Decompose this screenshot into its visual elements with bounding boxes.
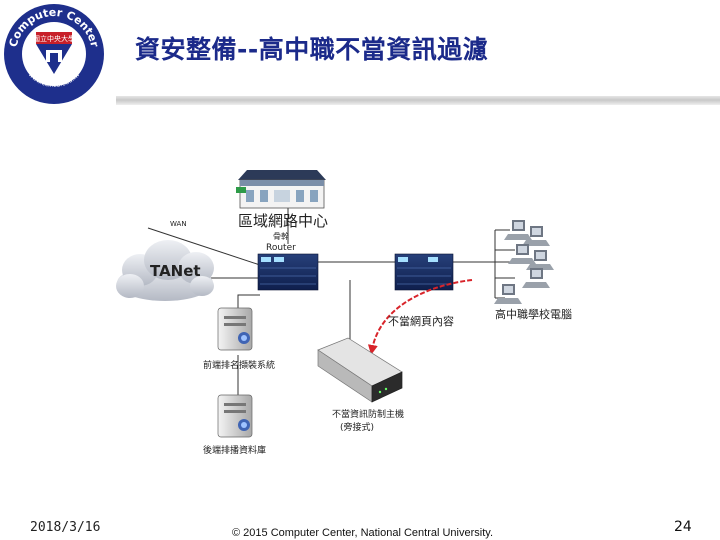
router-label: Router: [266, 243, 296, 253]
tanet-cloud-icon: [116, 240, 214, 301]
front-system-label: 前端排名擷裝系統: [203, 359, 275, 371]
backbone-label: 骨幹: [273, 231, 289, 241]
back-end-database-icon: [217, 394, 253, 438]
back-db-label: 後端排播資料庫: [203, 444, 266, 456]
logo-badge-text: 國立中央大學: [33, 34, 75, 43]
regional-center-building-icon: [236, 170, 326, 209]
computer-center-logo: Computer Center www.cc.ncu.edu.tw 國立中央大學: [4, 4, 104, 104]
page-number: 24: [674, 519, 692, 535]
school-pcs-label: 高中職學校電腦: [495, 307, 572, 321]
footer-copyright: © 2015 Computer Center, National Central…: [232, 527, 494, 539]
backbone-switch-icon: [257, 253, 319, 291]
connection-lines: [147, 205, 528, 395]
bad-content-label: 不當網頁內容: [388, 314, 454, 328]
pc-icon: [522, 268, 550, 288]
router-rack-icon: [394, 253, 454, 291]
filter-host-sublabel: (旁接式): [340, 421, 374, 433]
pc-icon: [508, 244, 536, 264]
filter-host-appliance-icon: [317, 337, 403, 403]
title-divider: [116, 96, 720, 105]
tanet-label: TANet: [150, 262, 201, 280]
footer-date: 2018/3/16: [30, 520, 101, 535]
school-pc-icons: [494, 220, 554, 304]
redirect-arrow-icon: [367, 279, 473, 355]
wan-label: WAN: [170, 220, 187, 228]
network-diagram: 區域網路中心 骨幹 Router WAN TANet: [116, 170, 572, 456]
pc-icon: [494, 284, 522, 304]
front-end-server-icon: [217, 307, 253, 351]
page-title: 資安整備--高中職不當資訊過濾: [135, 35, 489, 64]
filter-host-label: 不當資訊防制主機: [332, 408, 404, 420]
regional-center-label: 區域網路中心: [238, 212, 328, 230]
pc-icon: [504, 220, 532, 240]
